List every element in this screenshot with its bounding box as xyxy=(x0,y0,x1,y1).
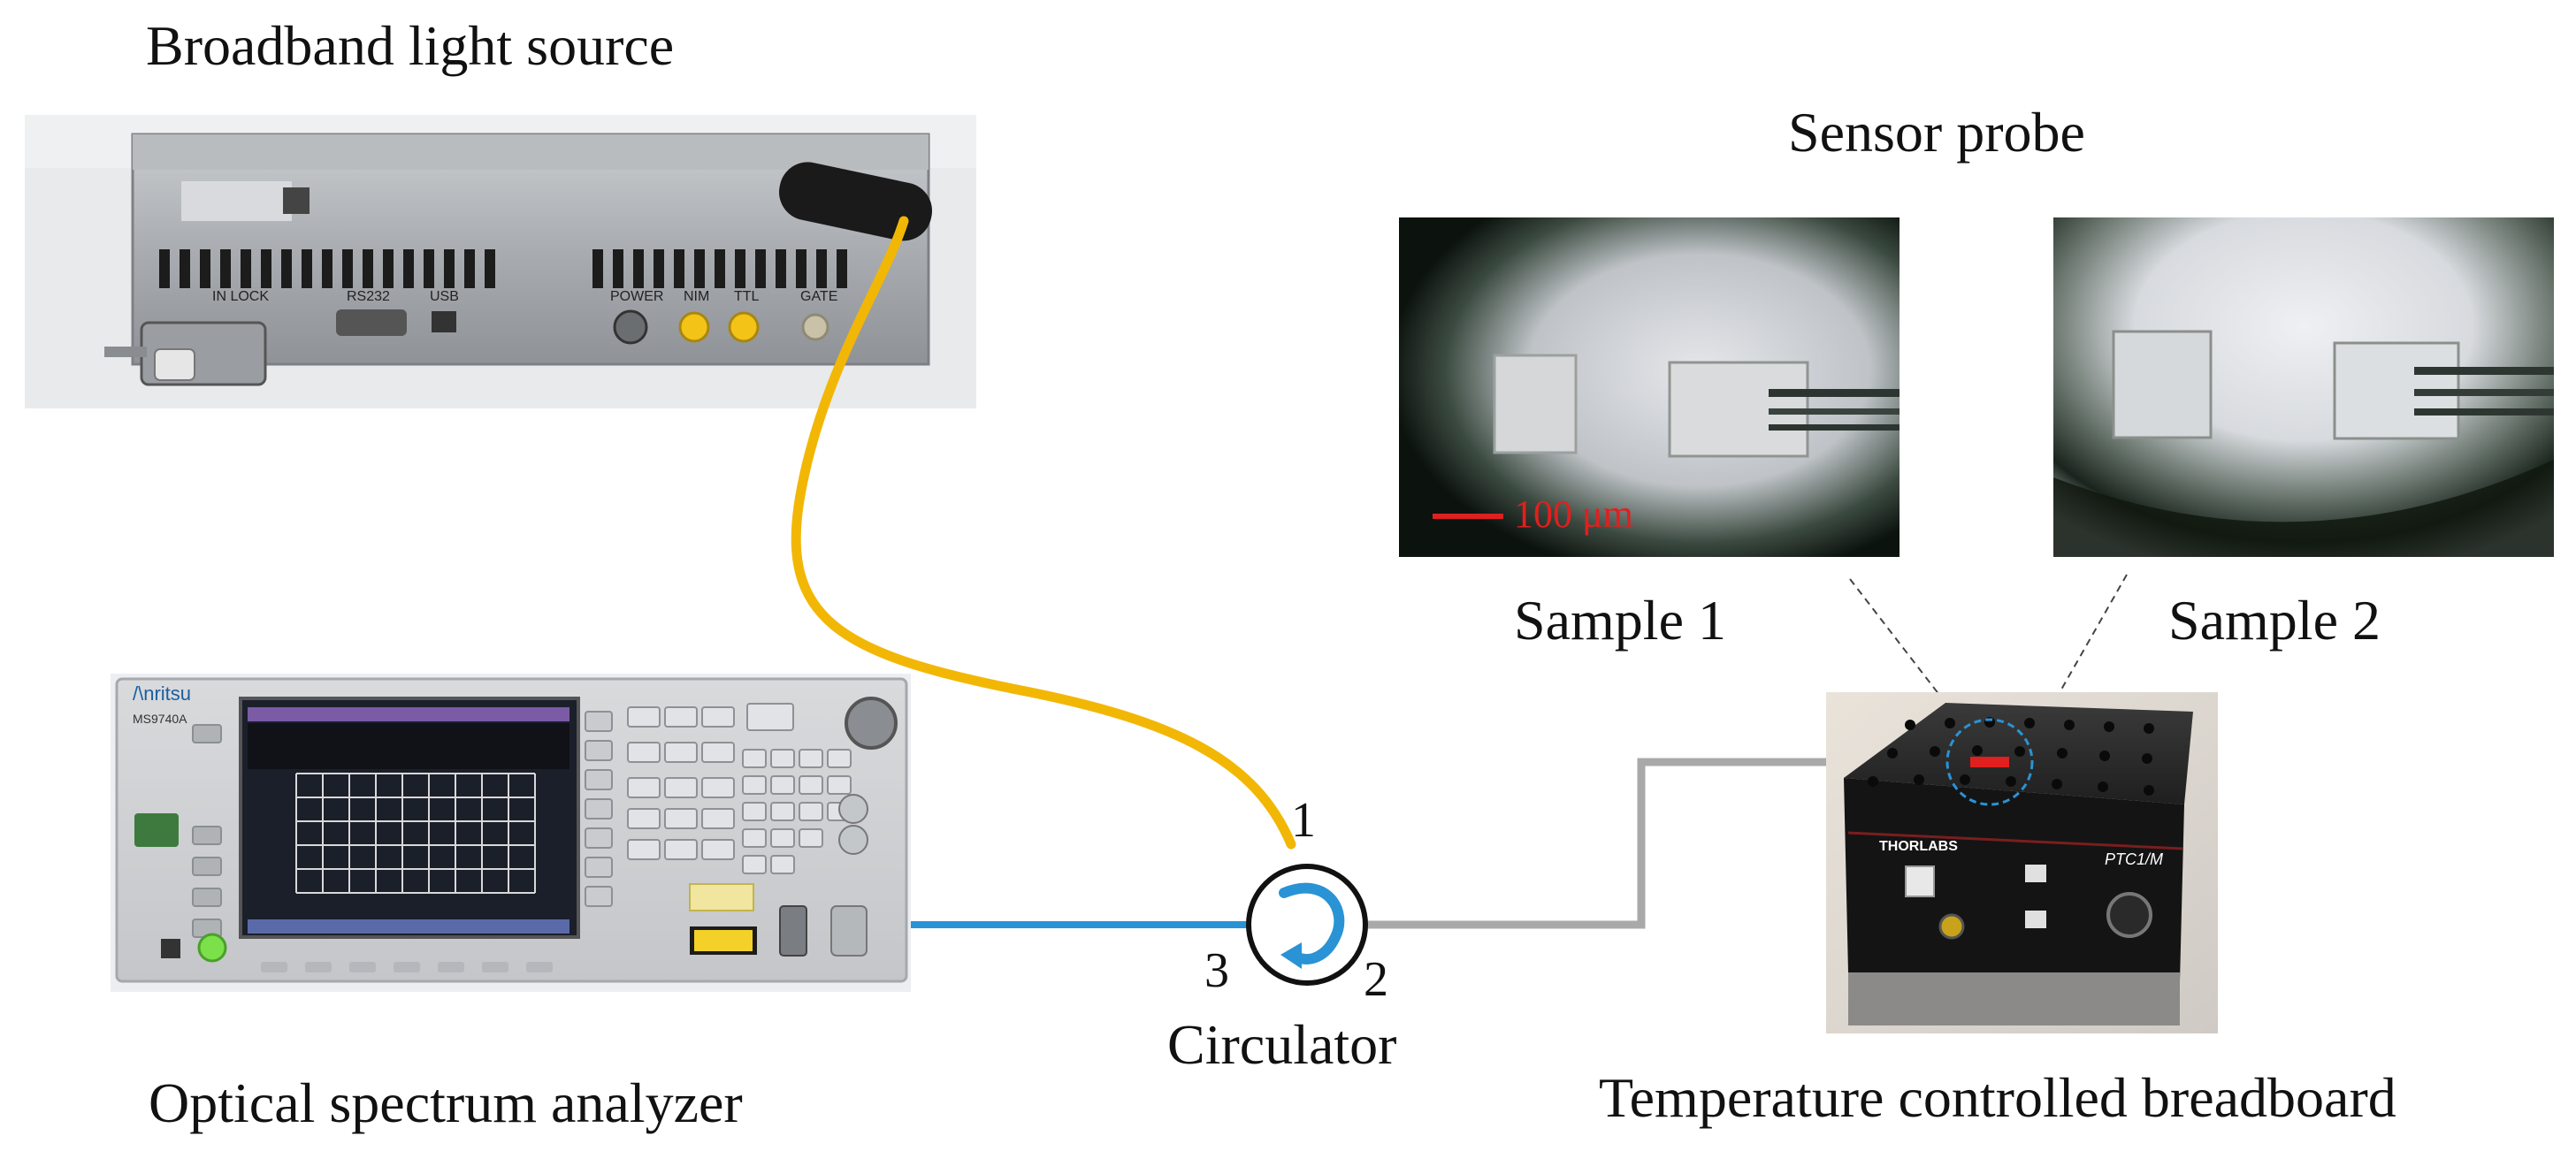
circulator-label: Circulator xyxy=(1167,1013,1397,1076)
light-source-photo: IN LOCK RS232 USB POWER NIM TTL GATE xyxy=(25,115,976,408)
rs232-text: RS232 xyxy=(347,289,390,304)
thorlabs-logo: THORLABS xyxy=(1879,839,1958,854)
sample1-label: Sample 1 xyxy=(1514,589,1726,652)
sensor-probe-label: Sensor probe xyxy=(1788,101,2085,164)
port-2-label: 2 xyxy=(1364,952,1388,1007)
gate-text: GATE xyxy=(800,289,837,304)
yellow-fiber xyxy=(791,216,1296,850)
light-source-label: Broadband light source xyxy=(146,14,675,77)
power-text: POWER xyxy=(610,289,663,304)
breadboard-label: Temperature controlled breadboard xyxy=(1599,1066,2396,1129)
ptc-model-text: PTC1/M xyxy=(2105,850,2163,868)
port-1-label: 1 xyxy=(1291,793,1316,848)
sample2-image xyxy=(2053,217,2554,557)
sample1-image xyxy=(1399,217,1900,557)
osa-label: Optical spectrum analyzer xyxy=(149,1071,743,1134)
circulator-symbol xyxy=(1246,864,1368,986)
port-3-label: 3 xyxy=(1204,943,1229,998)
ttl-text: TTL xyxy=(734,289,760,304)
circulator-arrow-icon xyxy=(1279,882,1345,964)
nim-text: NIM xyxy=(684,289,709,304)
scale-bar-label: 100 μm xyxy=(1514,492,1633,536)
osa-model-text: MS9740A xyxy=(133,712,187,726)
usb-text: USB xyxy=(430,289,459,304)
leader-lines xyxy=(1849,574,2128,715)
sample2-label: Sample 2 xyxy=(2168,589,2381,652)
gray-fiber xyxy=(1365,758,2003,929)
anritsu-logo: /\nritsu xyxy=(133,682,191,705)
breadboard-photo: THORLABS PTC1/M xyxy=(1826,692,2218,1033)
osa-photo: /\nritsu MS9740A xyxy=(111,674,911,992)
inlock-text: IN LOCK xyxy=(212,289,269,304)
